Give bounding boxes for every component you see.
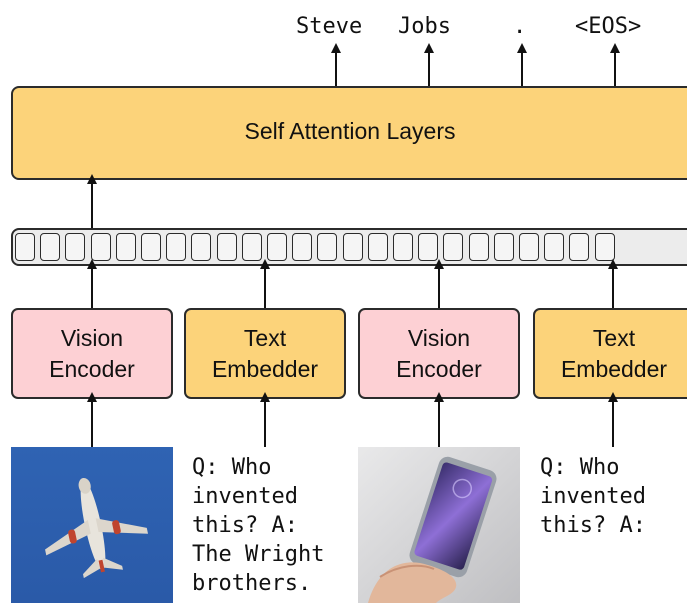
token-cell [519, 233, 539, 261]
token-cell [342, 233, 363, 261]
token-cell [292, 233, 313, 261]
token-sequence-bar [11, 228, 687, 266]
text-embedder-2-line1: Text [592, 324, 636, 351]
airplane-photo [11, 447, 173, 603]
token-cell [569, 233, 590, 261]
text-2-arrow [608, 392, 618, 447]
token-cell [241, 233, 262, 261]
text-embedder-2-arrow [608, 259, 618, 308]
qa-text-1-line: The Wright [192, 542, 325, 567]
token-cell [216, 233, 237, 261]
token-cell [141, 233, 161, 261]
output-arrow-2 [424, 43, 434, 86]
text-embedder-2-line2: Embedder [560, 355, 668, 382]
token-cell [166, 233, 187, 261]
smartphone-photo [358, 447, 520, 603]
token-cell [418, 233, 439, 261]
vision-encoder-1-line1: Vision [60, 324, 124, 351]
self-attention-label: Self Attention Layers [244, 118, 456, 144]
vision-encoder-2-line2: Encoder [396, 355, 482, 382]
qa-text-2-line: invented [540, 484, 646, 509]
token-cell [267, 233, 287, 261]
vision-encoder-2-arrow [434, 259, 444, 308]
token-cell [40, 233, 61, 261]
qa-text-2-line: Q: Who [540, 455, 620, 480]
output-token-jobs: Jobs [398, 14, 451, 39]
text-embedder-1-arrow [260, 259, 270, 308]
text-embedder-1: Text Embedder [184, 308, 346, 399]
output-arrow-3 [517, 43, 527, 86]
vision-encoder-2-line1: Vision [407, 324, 471, 351]
token-cell [367, 233, 388, 261]
qa-text-1-line: this? A: [192, 513, 298, 538]
output-token-period: . [513, 14, 527, 39]
output-arrow-4 [610, 43, 620, 86]
tokens-to-attention-arrow [87, 174, 97, 228]
token-cell [90, 233, 111, 261]
vision-encoder-1-arrow [87, 259, 97, 308]
qa-text-1-line: brothers. [192, 571, 312, 596]
token-cell [493, 233, 514, 261]
token-cell [468, 233, 489, 261]
qa-text-1-line: Q: Who [192, 455, 272, 480]
text-embedder-1-line2: Embedder [211, 355, 319, 382]
qa-text-2: Q: Who invented this? A: [540, 453, 646, 540]
token-cell [393, 233, 413, 261]
qa-text-1-line: invented [192, 484, 298, 509]
token-cell [317, 233, 338, 261]
token-cell [65, 233, 86, 261]
output-arrow-1 [331, 43, 341, 86]
qa-text-1: Q: Who invented this? A: The Wright brot… [192, 453, 324, 598]
vision-encoder-1-line2: Encoder [49, 355, 135, 382]
self-attention-block [11, 86, 687, 180]
token-cell [443, 233, 464, 261]
token-cell [191, 233, 212, 261]
text-embedder-1-line1: Text [243, 324, 287, 351]
image-1-arrow [87, 392, 97, 447]
output-token-eos: <EOS> [575, 14, 642, 39]
text-1-arrow [260, 392, 270, 447]
image-2-arrow [434, 392, 444, 447]
token-cell [115, 233, 136, 261]
qa-text-2-line: this? A: [540, 513, 646, 538]
token-cell [594, 233, 615, 261]
token-cell [544, 233, 565, 261]
output-token-steve: Steve [296, 14, 363, 39]
token-cell [15, 233, 35, 261]
text-embedder-2: Text Embedder [533, 308, 687, 399]
vision-encoder-1: Vision Encoder [11, 308, 173, 399]
vision-encoder-2: Vision Encoder [358, 308, 520, 399]
